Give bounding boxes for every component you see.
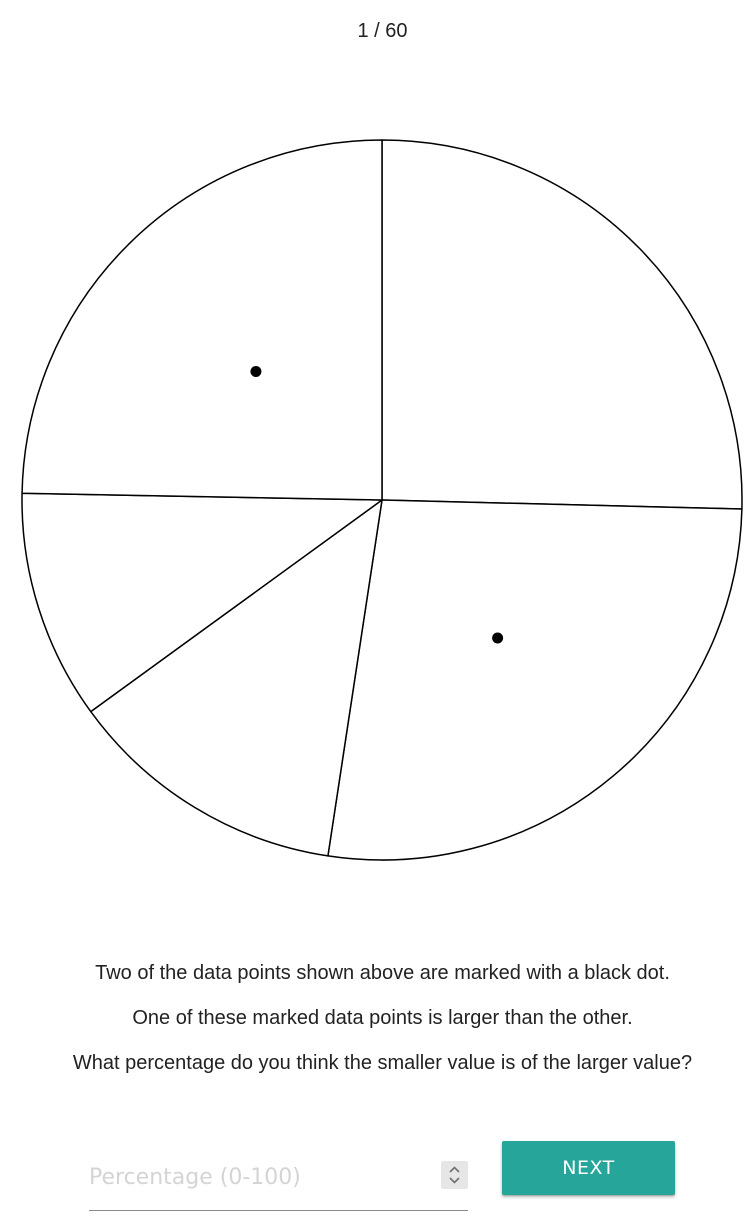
question-line-2: One of these marked data points is large… (132, 1007, 633, 1029)
next-button[interactable]: NEXT (502, 1141, 675, 1195)
pie-slice-3 (90, 499, 383, 857)
marked-dot-slice-2 (492, 632, 504, 644)
question-line-3: What percentage do you think the smaller… (72, 1052, 693, 1074)
up-down-arrows-icon (449, 1166, 460, 1184)
question-line-1: Two of the data points shown above are m… (95, 962, 670, 984)
pie-slice-4 (21, 492, 383, 713)
pie-slice-2 (327, 499, 743, 861)
percentage-field (89, 1152, 468, 1211)
pie-slice-5 (21, 139, 383, 501)
pie-slice-1 (381, 139, 743, 510)
marked-dot-slice-5 (250, 366, 262, 378)
percentage-input[interactable] (89, 1152, 429, 1202)
pie-chart (21, 139, 743, 861)
progress-counter: 1 / 60 (357, 20, 408, 42)
number-spinner[interactable] (441, 1161, 468, 1189)
